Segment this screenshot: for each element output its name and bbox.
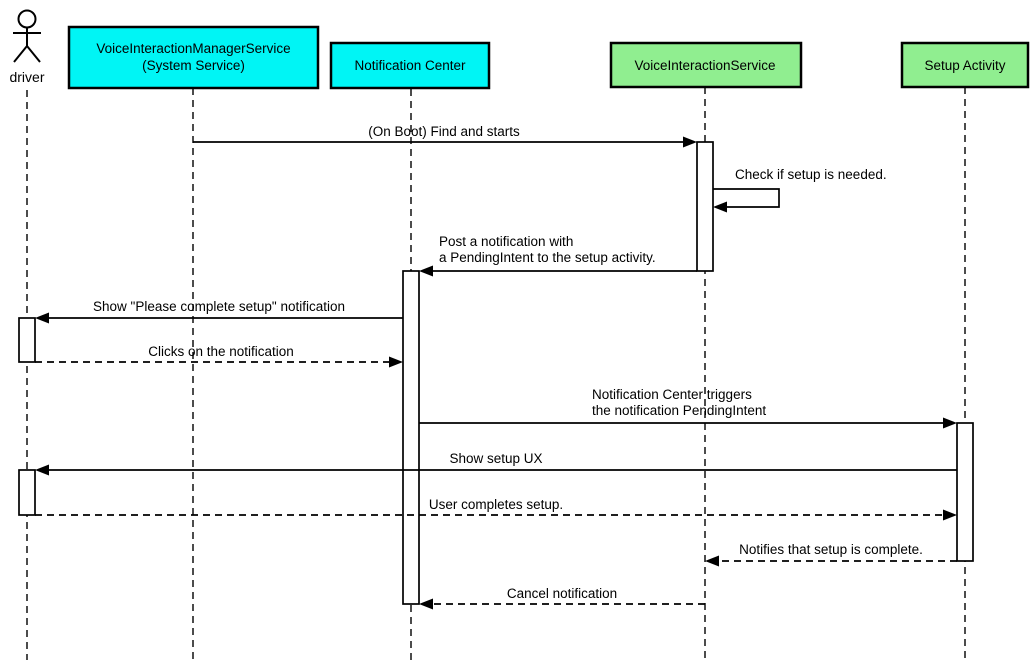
arrowhead-right-icon <box>389 356 403 368</box>
activation-driver-2 <box>18 469 36 516</box>
arrowhead-left-icon <box>419 265 433 277</box>
arrowhead-left-icon <box>705 555 719 567</box>
message-notification-center-triggers-pendingintent: Notification Center triggers the notific… <box>419 387 957 429</box>
activation-setup-activity <box>956 422 974 562</box>
message-label: Clicks on the notification <box>148 344 294 359</box>
participant-voice-interaction-service: VoiceInteractionService <box>609 41 803 89</box>
participant-label-line1: VoiceInteractionManagerService <box>96 41 290 56</box>
participant-label-line2: (System Service) <box>142 58 245 73</box>
message-label-line1: Post a notification with <box>439 234 573 249</box>
message-clicks-on-the-notification: Clicks on the notification <box>35 344 403 368</box>
message-on-boot-find-and-starts: (On Boot) Find and starts <box>193 124 697 148</box>
participant-label: Setup Activity <box>924 58 1005 73</box>
activation-driver-1 <box>18 317 36 363</box>
message-label: Show "Please complete setup" notificatio… <box>93 299 345 314</box>
participant-voice-interaction-manager-service: VoiceInteractionManagerService (System S… <box>67 25 320 90</box>
message-label: User completes setup. <box>429 497 563 512</box>
participant-notification-center: Notification Center <box>329 41 491 90</box>
message-label-line2: the notification PendingIntent <box>592 403 766 418</box>
message-self-line <box>713 188 780 208</box>
message-check-if-setup-is-needed: Check if setup is needed. <box>713 167 887 213</box>
arrowhead-left-icon <box>713 201 727 213</box>
arrowhead-right-icon <box>943 509 957 521</box>
activation-voice-interaction-service <box>696 141 714 272</box>
arrowhead-left-icon <box>35 312 49 324</box>
message-label: Notifies that setup is complete. <box>739 542 923 557</box>
actor-leg-right-icon <box>26 45 41 63</box>
arrowhead-right-icon <box>683 136 697 148</box>
arrowhead-right-icon <box>943 417 957 429</box>
message-cancel-notification: Cancel notification <box>419 586 705 610</box>
message-post-notification-with-pendingintent: Post a notification with a PendingIntent… <box>419 234 697 277</box>
message-label: (On Boot) Find and starts <box>368 124 520 139</box>
participant-label: VoiceInteractionService <box>634 58 775 73</box>
actor-driver: driver <box>9 9 45 85</box>
participant-box <box>609 41 803 89</box>
actor-driver-label: driver <box>9 69 44 85</box>
message-show-please-complete-setup-notification: Show "Please complete setup" notificatio… <box>35 299 403 324</box>
participant-label: Notification Center <box>354 58 466 73</box>
message-label-line2: a PendingIntent to the setup activity. <box>439 250 656 265</box>
participant-box <box>329 41 491 90</box>
participant-box <box>900 41 1030 89</box>
arrowhead-left-icon <box>419 598 433 610</box>
message-label: Cancel notification <box>507 586 617 601</box>
message-label: Show setup UX <box>449 451 542 466</box>
participant-setup-activity: Setup Activity <box>900 41 1030 89</box>
message-label: Check if setup is needed. <box>735 167 887 182</box>
message-show-setup-ux: Show setup UX <box>35 451 957 476</box>
actor-leg-left-icon <box>13 45 28 63</box>
message-user-completes-setup: User completes setup. <box>35 497 957 521</box>
participant-box <box>67 25 320 90</box>
activation-notification-center <box>402 270 420 605</box>
message-notifies-setup-complete: Notifies that setup is complete. <box>705 542 957 567</box>
message-label-line1: Notification Center triggers <box>592 387 752 402</box>
arrowhead-left-icon <box>35 464 49 476</box>
actor-head-icon <box>17 9 37 29</box>
